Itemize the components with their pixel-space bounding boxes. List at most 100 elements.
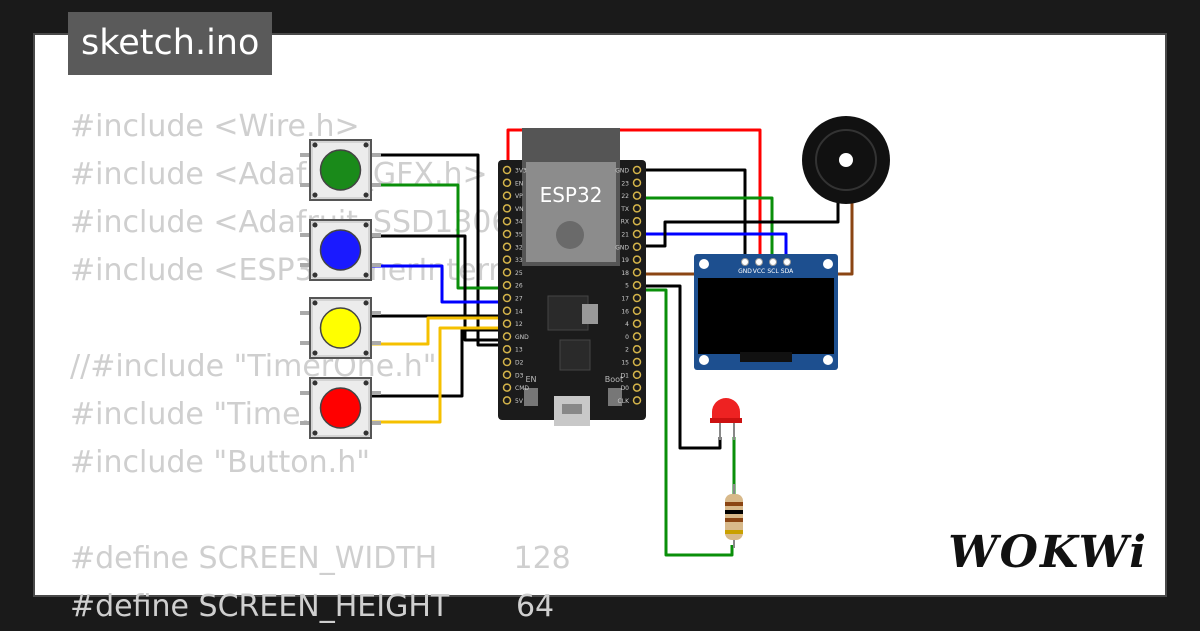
esp32-pin[interactable] [632,204,642,213]
esp32-pin[interactable] [502,383,512,392]
button-cap[interactable] [319,229,362,271]
esp32-pin[interactable] [632,280,642,290]
esp32-pin[interactable] [632,191,642,200]
esp32-pin[interactable] [502,319,512,328]
esp32-pin-label: 18 [621,270,629,277]
esp32-pin[interactable] [502,344,512,354]
esp32-pin[interactable] [502,268,512,277]
esp32-pin-label: 2 [625,347,629,354]
oled-pin[interactable] [769,258,777,266]
esp32-pin[interactable] [502,293,512,303]
esp32-pin[interactable] [632,229,642,239]
esp32-pin[interactable] [632,242,642,252]
button-cap[interactable] [319,149,362,191]
esp32-pin-label: 19 [621,257,629,264]
wire-black-b4 [372,328,505,398]
esp32-pin[interactable] [502,396,512,405]
esp32-pin-label: 21 [621,232,629,239]
esp32-pin[interactable] [632,293,642,303]
esp32-pin-label: D1 [621,372,630,379]
esp32-pin[interactable] [502,191,512,200]
esp32-pin-label: 13 [515,347,523,354]
code-background: #include <Wire.h>#include <Adafruit_GFX.… [70,103,604,631]
esp32-pin-label: CMD [515,385,529,392]
esp32-pin[interactable] [632,319,642,328]
buzzer[interactable] [802,116,890,204]
code-line: #include "Button.h" [70,445,370,480]
red-led[interactable] [710,398,742,440]
wire-green-resistor [638,288,734,557]
esp32-pin-label: GND [615,168,629,175]
esp32-pin-label: 0 [625,334,629,341]
svg-text:EN: EN [525,375,536,384]
esp32-pin[interactable] [632,332,642,341]
esp32-pin-label: 35 [515,232,523,239]
esp32-pin[interactable] [632,370,642,380]
esp32-pin[interactable] [502,229,512,239]
oled-pin[interactable] [755,258,763,266]
esp32-pin[interactable] [632,344,642,354]
esp32-pin-label: VP [515,193,523,200]
resistor[interactable] [725,484,743,548]
pushbutton-red[interactable] [300,377,381,439]
esp32-pin[interactable] [502,178,512,188]
button-cap[interactable] [319,307,362,349]
esp32-pin[interactable] [502,165,512,175]
esp32-pin[interactable] [632,383,642,392]
esp32-pin-label: GND [515,334,529,341]
esp32-pin-label: RX [621,219,629,226]
code-line: #define SCREEN_HEIGHT 64 [70,589,555,624]
esp32-left-pins: 3V3ENVPVN343532332526271412GND13D2D3CMD5… [502,165,529,405]
esp32-pin[interactable] [502,242,512,252]
wire-black-b1 [372,153,505,347]
esp32-pin[interactable] [502,280,512,290]
button-cap[interactable] [319,387,362,429]
wire-red [506,128,762,262]
esp32-pin-label: 14 [515,308,523,315]
esp32-pin-label: CLK [618,398,631,405]
wire-blue-sda [638,232,788,262]
esp32-pin[interactable] [632,216,642,226]
oled-pin[interactable] [783,258,791,266]
esp32-pin[interactable] [502,357,512,367]
canvas-card: #include <Wire.h>#include <Adafruit_GFX.… [33,33,1167,624]
wokwi-logo: WOKWi [948,527,1148,578]
esp32-pin[interactable] [502,204,512,213]
esp32-pin[interactable] [632,396,642,405]
esp32-pin[interactable] [632,165,642,175]
esp32-board[interactable]: ESP32 EN Boot 3V3ENVPVN34353233252627141… [498,128,646,426]
esp32-pin-label: VN [515,206,524,213]
esp32-pin[interactable] [502,216,512,226]
esp32-pin[interactable] [502,255,512,264]
code-line: #include <Wire.h> [70,109,360,144]
esp32-pin[interactable] [632,178,642,188]
esp32-pin[interactable] [502,370,512,380]
pushbutton-green[interactable] [300,139,381,201]
esp32-pin-label: 32 [515,244,523,251]
esp32-pin[interactable] [632,357,642,367]
pushbutton-yellow[interactable] [300,297,381,359]
file-tab[interactable]: sketch.ino [68,12,273,75]
pushbutton-blue[interactable] [300,219,381,281]
code-line: #define SCREEN_WIDTH 128 [70,541,571,576]
esp32-pin-label: EN [515,180,523,187]
esp32-pin-label: 5 [625,283,629,290]
esp32-pin-label: 22 [621,193,629,200]
oled-pin[interactable] [741,258,749,266]
esp32-pin[interactable] [632,255,642,264]
esp32-pin-label: 16 [621,308,629,315]
wire-black-buzzer [638,200,840,248]
esp32-pin[interactable] [632,268,642,277]
svg-text:Boot: Boot [605,375,623,384]
oled-pin-label: SCL [767,268,779,275]
esp32-pin-label: 4 [625,321,629,328]
esp32-pin[interactable] [502,332,512,341]
oled-pin-label: VCC [753,268,765,275]
esp32-pin[interactable] [632,306,642,316]
esp32-pin-label: 26 [515,283,523,290]
esp32-pin-label: D0 [621,385,630,392]
esp32-pin[interactable] [502,306,512,316]
